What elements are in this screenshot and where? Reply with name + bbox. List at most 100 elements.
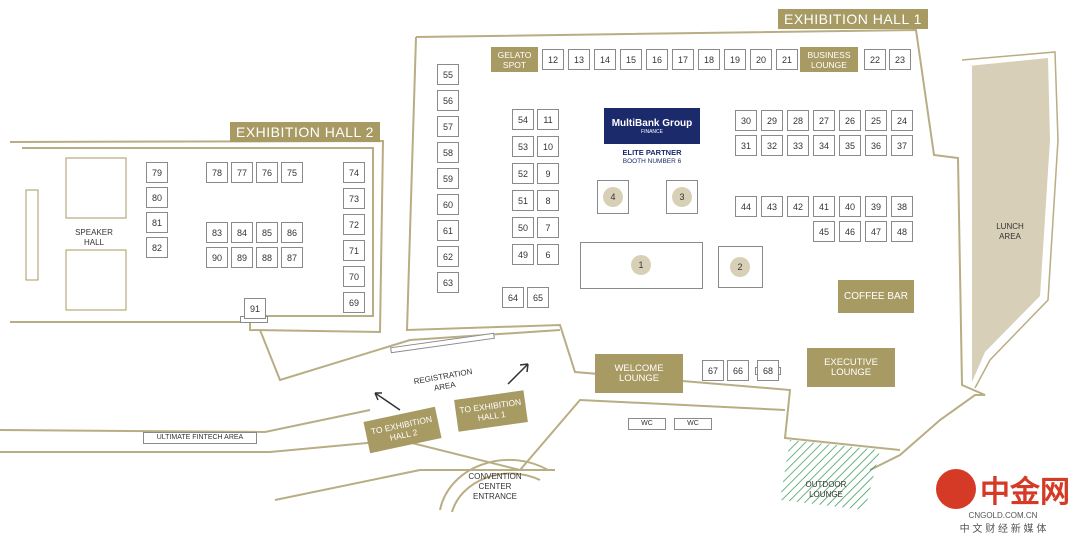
booth-68[interactable]: 68 — [757, 360, 779, 381]
booth-33[interactable]: 33 — [787, 135, 809, 156]
booth-38[interactable]: 38 — [891, 196, 913, 217]
watermark-brand: 中金网 — [980, 476, 1070, 509]
booth-7[interactable]: 7 — [537, 217, 559, 238]
booth-64[interactable]: 64 — [502, 287, 524, 308]
booth-84[interactable]: 84 — [231, 222, 253, 243]
booth-17[interactable]: 17 — [672, 49, 694, 70]
hall-2-label: EXHIBITION HALL 2 — [230, 122, 380, 142]
booth-14[interactable]: 14 — [594, 49, 616, 70]
booth-32[interactable]: 32 — [761, 135, 783, 156]
booth-11[interactable]: 11 — [537, 109, 559, 130]
booth-47[interactable]: 47 — [865, 221, 887, 242]
booth-57[interactable]: 57 — [437, 116, 459, 137]
booth-59[interactable]: 59 — [437, 168, 459, 189]
watermark: 中金网 CNGOLD.COM.CN 中 文 财 经 新 媒 体 — [936, 467, 1070, 535]
booth-58[interactable]: 58 — [437, 142, 459, 163]
booth-42[interactable]: 42 — [787, 196, 809, 217]
welcome-lounge: WELCOME LOUNGE — [595, 354, 683, 393]
booth-23[interactable]: 23 — [889, 49, 911, 70]
partner-logo: MultiBank Group FINANCE — [604, 108, 700, 144]
booth-77[interactable]: 77 — [231, 162, 253, 183]
booth-73[interactable]: 73 — [343, 188, 365, 209]
booth-9[interactable]: 9 — [537, 163, 559, 184]
booth-15[interactable]: 15 — [620, 49, 642, 70]
booth-31[interactable]: 31 — [735, 135, 757, 156]
booth-26[interactable]: 26 — [839, 110, 861, 131]
booth-29[interactable]: 29 — [761, 110, 783, 131]
booth-19[interactable]: 19 — [724, 49, 746, 70]
booth-66[interactable]: 66 — [727, 360, 749, 381]
booth-75[interactable]: 75 — [281, 162, 303, 183]
gelato-spot: GELATO SPOT — [491, 47, 538, 72]
booth-56[interactable]: 56 — [437, 90, 459, 111]
booth-16[interactable]: 16 — [646, 49, 668, 70]
booth-24[interactable]: 24 — [891, 110, 913, 131]
booth-43[interactable]: 43 — [761, 196, 783, 217]
booth-2[interactable]: 2 — [730, 257, 750, 277]
booth-87[interactable]: 87 — [281, 247, 303, 268]
booth-8[interactable]: 8 — [537, 190, 559, 211]
booth-50[interactable]: 50 — [512, 217, 534, 238]
booth-60[interactable]: 60 — [437, 194, 459, 215]
booth-20[interactable]: 20 — [750, 49, 772, 70]
booth-46[interactable]: 46 — [839, 221, 861, 242]
booth-4[interactable]: 4 — [603, 187, 623, 207]
booth-3[interactable]: 3 — [672, 187, 692, 207]
booth-28[interactable]: 28 — [787, 110, 809, 131]
booth-6[interactable]: 6 — [537, 244, 559, 265]
booth-86[interactable]: 86 — [281, 222, 303, 243]
booth-40[interactable]: 40 — [839, 196, 861, 217]
booth-39[interactable]: 39 — [865, 196, 887, 217]
booth-62[interactable]: 62 — [437, 246, 459, 267]
booth-74[interactable]: 74 — [343, 162, 365, 183]
booth-18[interactable]: 18 — [698, 49, 720, 70]
booth-80[interactable]: 80 — [146, 187, 168, 208]
booth-10[interactable]: 10 — [537, 136, 559, 157]
booth-88[interactable]: 88 — [256, 247, 278, 268]
booth-21[interactable]: 21 — [776, 49, 798, 70]
booth-65[interactable]: 65 — [527, 287, 549, 308]
booth-67[interactable]: 67 — [702, 360, 724, 381]
booth-82[interactable]: 82 — [146, 237, 168, 258]
booth-1[interactable]: 1 — [631, 255, 651, 275]
booth-30[interactable]: 30 — [735, 110, 757, 131]
fintech-area-label: ULTIMATE FINTECH AREA — [143, 432, 257, 444]
booth-53[interactable]: 53 — [512, 136, 534, 157]
booth-81[interactable]: 81 — [146, 212, 168, 233]
booth-36[interactable]: 36 — [865, 135, 887, 156]
booth-48[interactable]: 48 — [891, 221, 913, 242]
booth-51[interactable]: 51 — [512, 190, 534, 211]
booth-89[interactable]: 89 — [231, 247, 253, 268]
booth-45[interactable]: 45 — [813, 221, 835, 242]
booth-83[interactable]: 83 — [206, 222, 228, 243]
booth-91[interactable]: 91 — [244, 298, 266, 319]
booth-52[interactable]: 52 — [512, 163, 534, 184]
booth-37[interactable]: 37 — [891, 135, 913, 156]
booth-69[interactable]: 69 — [343, 292, 365, 313]
booth-70[interactable]: 70 — [343, 266, 365, 287]
booth-72[interactable]: 72 — [343, 214, 365, 235]
booth-85[interactable]: 85 — [256, 222, 278, 243]
booth-90[interactable]: 90 — [206, 247, 228, 268]
booth-71[interactable]: 71 — [343, 240, 365, 261]
booth-35[interactable]: 35 — [839, 135, 861, 156]
booth-22[interactable]: 22 — [864, 49, 886, 70]
booth-54[interactable]: 54 — [512, 109, 534, 130]
booth-78[interactable]: 78 — [206, 162, 228, 183]
booth-13[interactable]: 13 — [568, 49, 590, 70]
booth-34[interactable]: 34 — [813, 135, 835, 156]
booth-76[interactable]: 76 — [256, 162, 278, 183]
booth-25[interactable]: 25 — [865, 110, 887, 131]
booth-63[interactable]: 63 — [437, 272, 459, 293]
booth-12[interactable]: 12 — [542, 49, 564, 70]
wc-1: WC — [628, 418, 666, 430]
booth-41[interactable]: 41 — [813, 196, 835, 217]
lunch-area-label: LUNCH AREA — [996, 222, 1024, 241]
booth-49[interactable]: 49 — [512, 244, 534, 265]
booth-61[interactable]: 61 — [437, 220, 459, 241]
booth-79[interactable]: 79 — [146, 162, 168, 183]
booth-27[interactable]: 27 — [813, 110, 835, 131]
booth-55[interactable]: 55 — [437, 64, 459, 85]
booth-44[interactable]: 44 — [735, 196, 757, 217]
